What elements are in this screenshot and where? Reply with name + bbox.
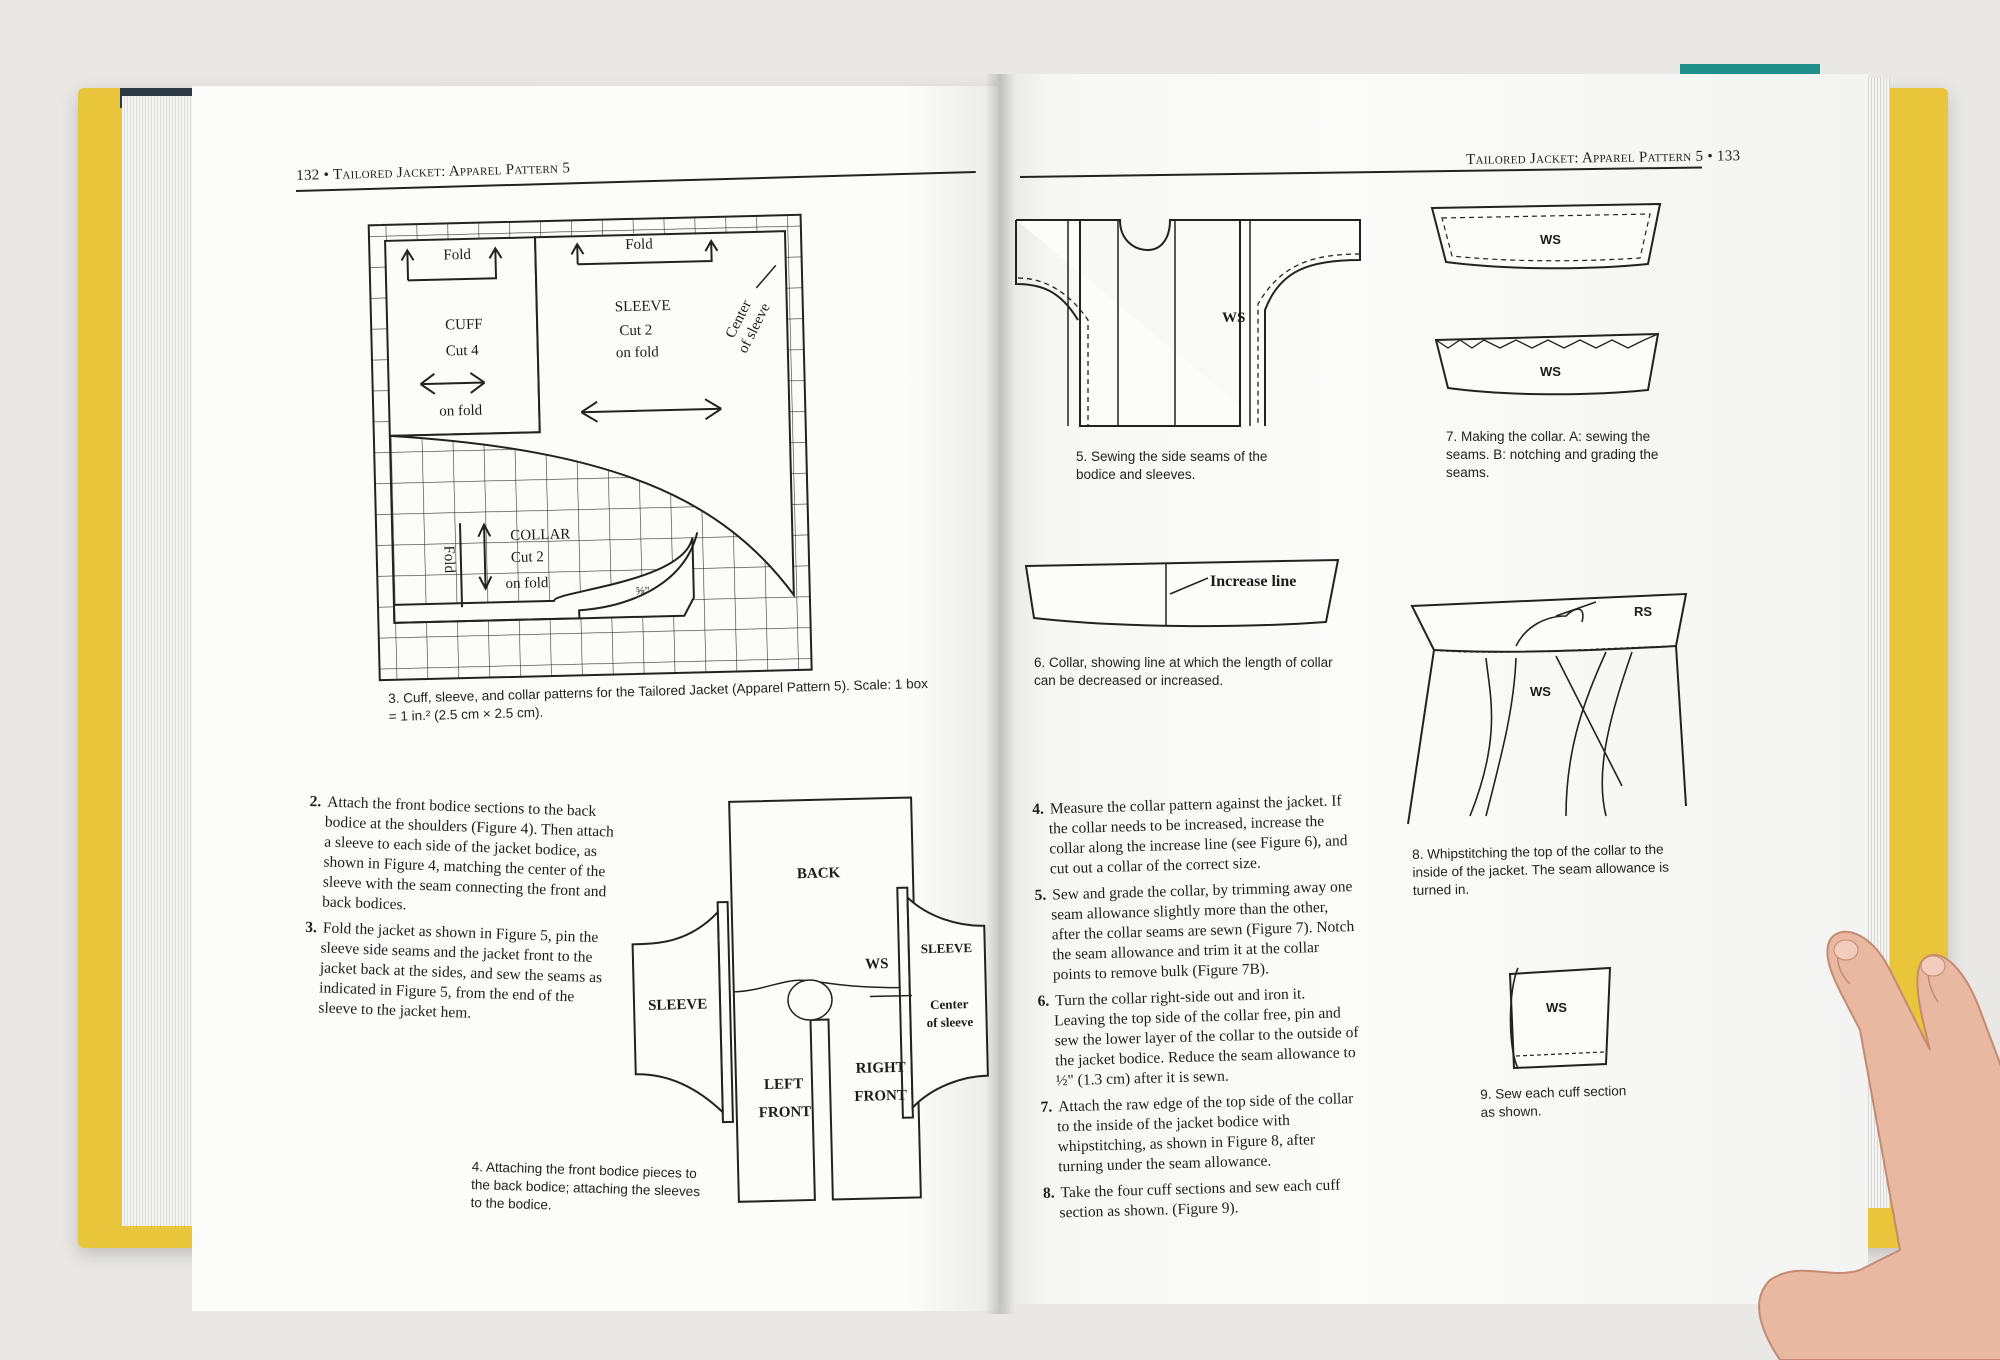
figure-5-side-seams: WS — [1010, 200, 1370, 440]
left-front-label-2: FRONT — [759, 1104, 812, 1121]
right-instructions: 4.Measure the collar pattern against the… — [1032, 791, 1364, 1230]
collar-cut-label: Cut 2 — [511, 549, 544, 566]
collar-on-fold-label: on fold — [505, 575, 549, 592]
figure-6-collar-increase-line: Increase line — [1022, 556, 1342, 636]
figure-7-caption: 7. Making the collar. A: sewing the seam… — [1446, 428, 1666, 482]
center-label-1: Center — [930, 996, 969, 1012]
sleeve-fold-label: Fold — [625, 236, 653, 253]
figure-8-caption: 8. Whipstitching the top of the collar t… — [1412, 840, 1703, 900]
fig9-ws-label: WS — [1546, 1000, 1567, 1015]
collar-fold-label: Fold — [441, 545, 458, 573]
figure-4-caption: 4. Attaching the front bodice pieces to … — [470, 1158, 708, 1219]
sleeve-label: SLEEVE — [615, 298, 671, 315]
step-8: 8.Take the four cuff sections and sew ea… — [1043, 1175, 1364, 1224]
figure-7-making-collar: WS WS — [1428, 198, 1668, 398]
cuff-fold-label: Fold — [443, 247, 471, 264]
figure-9-cuff-section: WS — [1500, 960, 1620, 1080]
step-3: 3.Fold the jacket as shown in Figure 5, … — [302, 918, 615, 1029]
fig8-ws-label: WS — [1530, 684, 1551, 699]
cuff-label: CUFF — [445, 317, 483, 334]
figure-3-pattern-grid: Fold CUFF Cut 4 on fold Fold SLEEVE Cut … — [360, 200, 820, 680]
fig7b-ws-label: WS — [1540, 364, 1561, 379]
figure-4-jacket-assembly: BACK WS SLEEVE SLEEVE Center of sleeve L… — [630, 790, 990, 1220]
collar-label: COLLAR — [510, 527, 570, 544]
sleeve-left-label: SLEEVE — [648, 997, 708, 1014]
increase-line-label: Increase line — [1210, 573, 1296, 590]
ws-label: WS — [865, 956, 889, 973]
figure-6-caption: 6. Collar, showing line at which the len… — [1034, 654, 1334, 690]
step-6: 6.Turn the collar right-side out and iro… — [1037, 983, 1360, 1092]
fig8-rs-label: RS — [1634, 604, 1652, 619]
left-instructions: 2.Attach the front bodice sections to th… — [302, 792, 620, 1035]
right-front-label-2: FRONT — [854, 1088, 907, 1105]
step-2: 2.Attach the front bodice sections to th… — [306, 792, 620, 923]
seam-measurement-label: ⅝" — [636, 584, 650, 598]
left-front-label-1: LEFT — [764, 1076, 804, 1093]
figure-5-caption: 5. Sewing the side seams of the bodice a… — [1076, 448, 1306, 484]
figure-8-whipstitching: RS WS — [1406, 586, 1696, 846]
step-5: 5.Sew and grade the collar, by trimming … — [1034, 877, 1357, 986]
fig5-ws-label: WS — [1222, 310, 1245, 326]
right-front-label-1: RIGHT — [856, 1060, 906, 1077]
step-7: 7.Attach the raw edge of the top side of… — [1040, 1089, 1362, 1178]
sleeve-cut-label: Cut 2 — [619, 322, 652, 339]
figure-9-caption: 9. Sew each cuff section as shown. — [1480, 1082, 1631, 1122]
back-label: BACK — [797, 865, 841, 882]
cuff-on-fold-label: on fold — [439, 403, 483, 420]
step-4: 4.Measure the collar pattern against the… — [1032, 791, 1354, 880]
sleeve-on-fold-label: on fold — [616, 344, 660, 361]
hand — [1720, 900, 2000, 1360]
sleeve-right-label: SLEEVE — [921, 940, 973, 956]
cuff-cut-label: Cut 4 — [446, 343, 480, 360]
center-label-2: of sleeve — [926, 1014, 973, 1030]
fig7a-ws-label: WS — [1540, 232, 1561, 247]
